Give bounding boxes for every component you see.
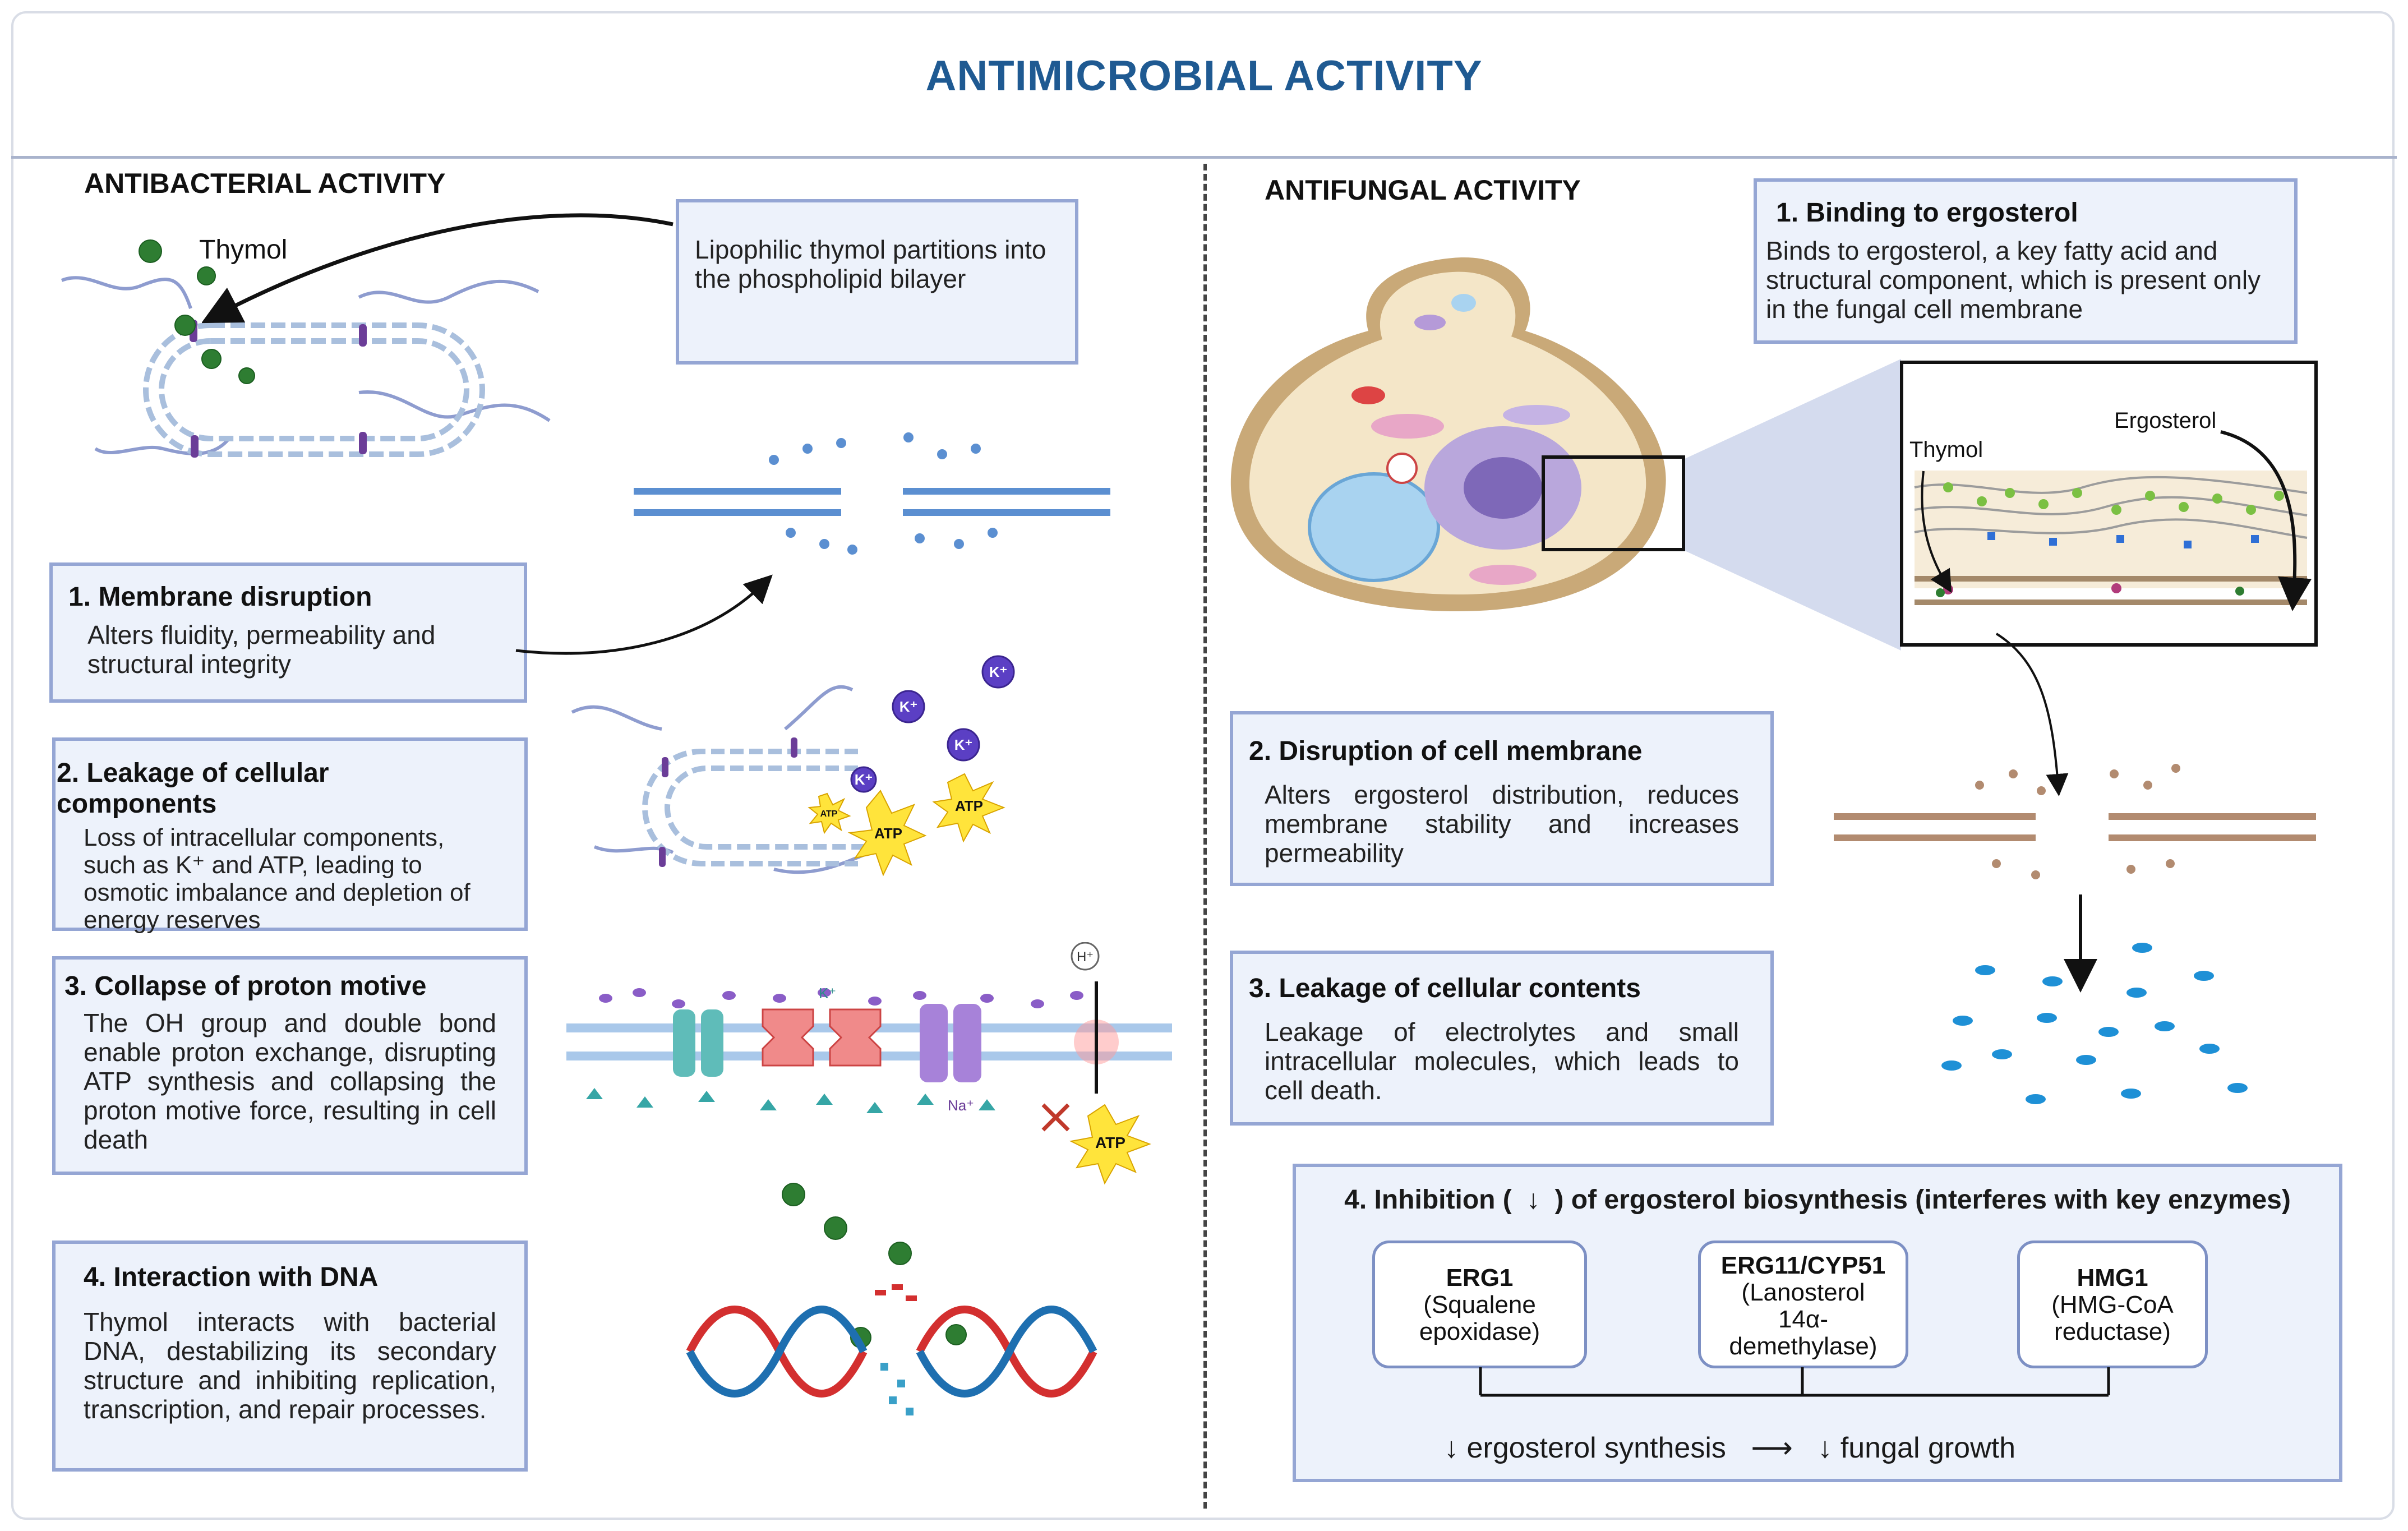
k-ion-label: K⁺	[989, 663, 1008, 680]
enzyme-hmg1: HMG1 (HMG-CoA reductase)	[2017, 1241, 2208, 1368]
section-divider	[1203, 164, 1207, 1509]
proton-motive-text: The OH group and double bond enable prot…	[84, 1008, 496, 1154]
figure-frame	[11, 11, 2395, 1520]
enzyme-name: ERG1	[1446, 1264, 1514, 1292]
ergosterol-binding-heading: 1. Binding to ergosterol	[1776, 198, 2078, 228]
ergosterol-synthesis-label: ergosterol synthesis	[1466, 1432, 1726, 1464]
potassium-channel-label: K⁺	[819, 985, 836, 1002]
atp-label: ATP	[1095, 1134, 1125, 1151]
ergosterol-binding-text: Binds to ergosterol, a key fatty acid an…	[1766, 236, 2261, 324]
zoom-wedge	[1542, 359, 1901, 651]
proton-motive-heading: 3. Collapse of proton motive	[64, 971, 427, 1001]
zoom-ergosterol-label: Ergosterol	[2114, 408, 2217, 433]
dna-interaction-box: 4. Interaction with DNA Thymol interacts…	[52, 1241, 528, 1472]
partition-info-text: Lipophilic thymol partitions into the ph…	[695, 235, 1046, 293]
leaking-bacterium-illustration: K⁺ K⁺ K⁺ K⁺ ATP ATP ATP	[571, 655, 1015, 877]
zoom-pointer-arrows	[1921, 430, 2312, 611]
inhibition-heading-prefix: 4. Inhibition (	[1344, 1185, 1512, 1215]
partition-info-box: Lipophilic thymol partitions into the ph…	[676, 199, 1078, 365]
disrupted-fungal-membrane	[1834, 764, 2316, 879]
ergosterol-binding-box: 1. Binding to ergosterol Binds to ergost…	[1754, 178, 2298, 344]
proton-motive-box: 3. Collapse of proton motive The OH grou…	[52, 956, 528, 1175]
membrane-disruption-box: 1. Membrane disruption Alters fluidity, …	[49, 562, 527, 703]
membrane-disruption-heading: 1. Membrane disruption	[68, 582, 372, 612]
disrupted-membrane-illustration	[634, 432, 1110, 555]
leaked-contents-illustration	[1941, 894, 2248, 1104]
enzyme-name: ERG11/CYP51	[1720, 1252, 1886, 1279]
zoom-thymol-label: Thymol	[1909, 437, 1983, 462]
cell-membrane-disruption-box: 2. Disruption of cell membrane Alters er…	[1230, 711, 1774, 886]
k-ion-label: K⁺	[855, 771, 873, 788]
atp-label: ATP	[955, 797, 983, 814]
down-arrow-icon: ↓	[1817, 1432, 1833, 1464]
enzyme-connector	[1479, 1367, 2110, 1397]
inhibition-outcome: ↓ ergosterol synthesis ⟶ ↓ fungal growth	[1444, 1431, 2015, 1465]
enzyme-description: (Squalene epoxidase)	[1419, 1291, 1540, 1345]
antibacterial-title: ANTIBACTERIAL ACTIVITY	[84, 168, 446, 199]
leakage-components-box: 2. Leakage of cellular components Loss o…	[52, 737, 528, 934]
dna-thymol-illustration	[686, 1183, 1097, 1415]
cellular-contents-leakage-box: 3. Leakage of cellular contents Leakage …	[1230, 951, 1774, 1126]
inhibition-heading-suffix: ) of ergosterol biosynthesis (interferes…	[1554, 1185, 2291, 1215]
cellular-contents-leakage-heading: 3. Leakage of cellular contents	[1249, 974, 1641, 1003]
ergosterol-membrane-detail	[1914, 471, 2308, 605]
k-ion-label: K⁺	[954, 736, 973, 753]
fungal-growth-label: fungal growth	[1840, 1432, 2016, 1464]
enzyme-erg1: ERG1 (Squalene epoxidase)	[1372, 1241, 1587, 1368]
down-arrow-icon: ↓	[1526, 1185, 1540, 1215]
membrane-disruption-text: Alters fluidity, permeability and struct…	[87, 620, 436, 679]
membrane-disruption-arrow	[515, 574, 773, 655]
cell-membrane-disruption-heading: 2. Disruption of cell membrane	[1249, 736, 1643, 766]
atp-label: ATP	[874, 825, 902, 842]
thymol-label: Thymol	[199, 235, 288, 265]
sodium-label: Na⁺	[948, 1097, 974, 1114]
ergosterol-inhibition-heading: 4. Inhibition ( ↓ ) of ergosterol biosyn…	[1293, 1184, 2342, 1215]
enzyme-name: HMG1	[2077, 1264, 2148, 1292]
title-divider	[11, 156, 2397, 159]
leakage-components-text: Loss of intracellular components, such a…	[84, 824, 470, 934]
enzyme-erg11: ERG11/CYP51 (Lanosterol 14α-demethylase)	[1698, 1241, 1908, 1368]
dna-interaction-heading: 4. Interaction with DNA	[84, 1262, 379, 1292]
leakage-components-heading: 2. Leakage of cellular components	[57, 758, 329, 819]
cell-membrane-disruption-text: Alters ergosterol distribution, reduces …	[1265, 780, 1739, 868]
bacterium-thymol-illustration	[61, 239, 551, 458]
enzyme-description: (HMG-CoA reductase)	[2051, 1291, 2174, 1345]
antifungal-title: ANTIFUNGAL ACTIVITY	[1265, 174, 1581, 206]
down-arrow-icon: ↓	[1444, 1432, 1459, 1464]
partition-arrow	[202, 213, 673, 324]
figure-title: ANTIMICROBIAL ACTIVITY	[925, 52, 1483, 100]
zoom-to-membrane-arrow	[1995, 633, 2069, 796]
right-arrow-icon: ⟶	[1751, 1432, 1793, 1464]
atp-label: ATP	[820, 809, 838, 819]
cellular-contents-leakage-text: Leakage of electrolytes and small intrac…	[1265, 1017, 1739, 1105]
k-ion-label: K⁺	[899, 698, 918, 715]
proton-label: H⁺	[1077, 949, 1094, 965]
proton-channel-membrane-illustration: H⁺ K⁺ Na⁺ ATP	[566, 942, 1172, 1185]
dna-interaction-text: Thymol interacts with bacterial DNA, des…	[84, 1307, 496, 1424]
enzyme-description: (Lanosterol 14α-demethylase)	[1729, 1279, 1877, 1360]
